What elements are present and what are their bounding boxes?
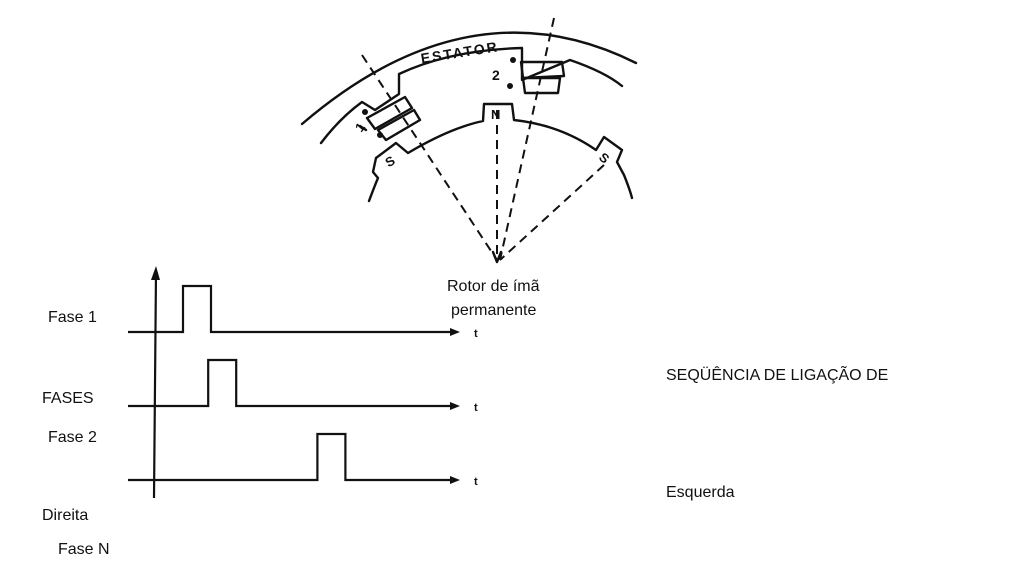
time-axis-arrow (450, 328, 460, 336)
phase-pulse-waveform (128, 358, 452, 408)
fases-label: FASES (42, 390, 94, 407)
phase-n-label: Fase N (58, 541, 110, 558)
esquerda-label: Esquerda (666, 484, 735, 501)
pole-north-label: N (491, 107, 500, 122)
time-axis-arrow (450, 402, 460, 410)
coil-1 (358, 95, 422, 142)
time-axis-label: t (474, 402, 478, 414)
vertical-axis-arrow (151, 266, 160, 280)
timing-row: t (128, 358, 478, 414)
stator-inner-edge (319, 46, 624, 145)
field-line-1 (361, 54, 498, 261)
stator-outer-arc (300, 31, 638, 126)
time-axis-label: t (474, 328, 478, 340)
phase-1-label: Fase 1 (48, 309, 97, 326)
phase-pulse-waveform (128, 432, 452, 482)
field-line-2 (499, 17, 555, 261)
direita-label: Direita (42, 507, 89, 524)
pole-south-left-label: S (383, 153, 398, 170)
rotor-label-line1: Rotor de ímã (447, 278, 540, 295)
field-line-s-right (499, 164, 605, 261)
coil-2-label: 2 (492, 67, 500, 83)
phase-pulse-waveform (128, 284, 452, 334)
timing-row: t (128, 432, 478, 488)
stator-label: ESTATOR (420, 38, 500, 66)
pole-south-right-label: S (596, 149, 613, 166)
vertical-axis (152, 271, 158, 499)
coil-1-label: 1 (352, 120, 368, 135)
timing-row: t (128, 284, 478, 340)
rotor-label-line2: permanente (451, 302, 537, 319)
phase-2-label: Fase 2 (48, 429, 97, 446)
sequence-title: SEQÜÊNCIA DE LIGAÇÃO DE (666, 367, 889, 384)
rotor-center-arrow (491, 250, 503, 264)
time-axis-arrow (450, 476, 460, 484)
timing-diagram: t t t (128, 266, 478, 499)
coil-2 (507, 57, 566, 95)
rotor-outline (367, 102, 634, 203)
time-axis-label: t (474, 476, 478, 488)
